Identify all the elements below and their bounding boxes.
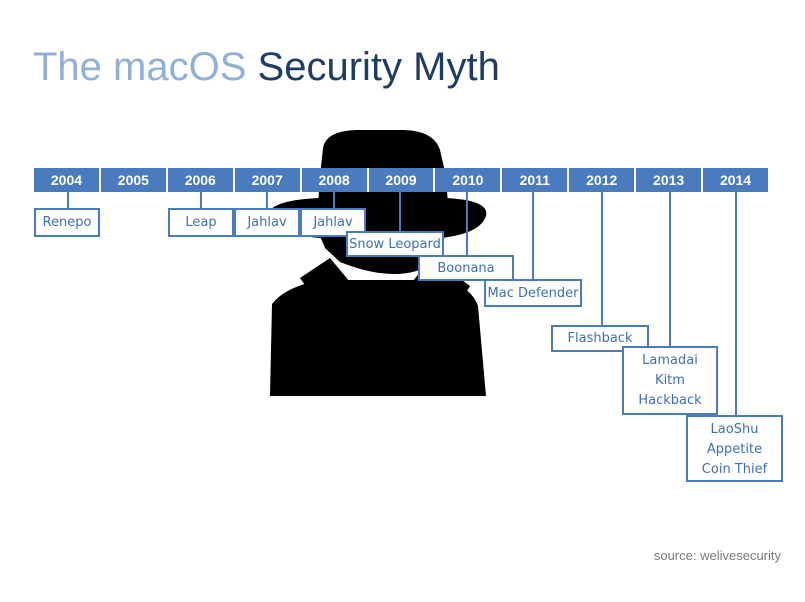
event-label: Appetite [706,442,763,457]
event-box-2007: Jahlav [234,208,300,237]
event-label: Snow Leopard [349,236,441,252]
connector-2014 [735,192,737,416]
event-box-2009: Snow Leopard [346,231,444,257]
connector-2010 [466,192,468,256]
event-label: Coin Thief [701,462,768,477]
event-label: Mac Defender [487,285,579,301]
event-label: Kitm [655,373,685,388]
event-box-2011: Mac Defender [484,279,582,307]
year-2008: 2008 [302,168,369,192]
title-part-light: The macOS [33,45,247,89]
timeline-bar: 2004 2005 2006 2007 2008 2009 2010 2011 … [34,168,768,192]
event-label: Renepo [42,215,92,230]
event-label: Hackback [638,393,702,408]
event-box-2006: Leap [168,208,234,237]
year-2013: 2013 [636,168,704,192]
event-label: Leap [185,215,217,230]
connector-2012 [601,192,603,326]
event-label: Boonana [437,260,495,276]
year-2005: 2005 [101,168,168,192]
event-label: LaoShu [710,422,759,437]
event-box-2014: LaoShu Appetite Coin Thief [686,415,783,482]
event-label: Flashback [567,331,633,346]
source-caption: source: welivesecurity [653,548,781,563]
year-2010: 2010 [435,168,503,192]
year-2014: 2014 [719,172,752,188]
slide-title: The macOS Security Myth [33,42,500,92]
year-2012: 2012 [569,168,637,192]
connector-2006 [200,192,202,209]
event-label: Jahlav [247,215,287,230]
event-box-2004: Renepo [34,208,100,237]
year-2004: 2004 [34,168,101,192]
event-box-2010: Boonana [418,255,514,281]
connector-2011 [532,192,534,280]
year-2009: 2009 [369,168,436,192]
event-label: Jahlav [313,215,353,230]
year-2011: 2011 [502,168,570,192]
connector-2004 [67,192,69,209]
event-box-2013: Lamadai Kitm Hackback [622,346,718,415]
connector-2013 [669,192,671,347]
connector-2008 [333,192,335,209]
year-2006: 2006 [168,168,235,192]
connector-2007 [266,192,268,209]
event-label: Lamadai [642,353,698,368]
title-part-dark: Security Myth [257,45,500,89]
connector-2009 [399,192,401,232]
year-2007: 2007 [235,168,302,192]
